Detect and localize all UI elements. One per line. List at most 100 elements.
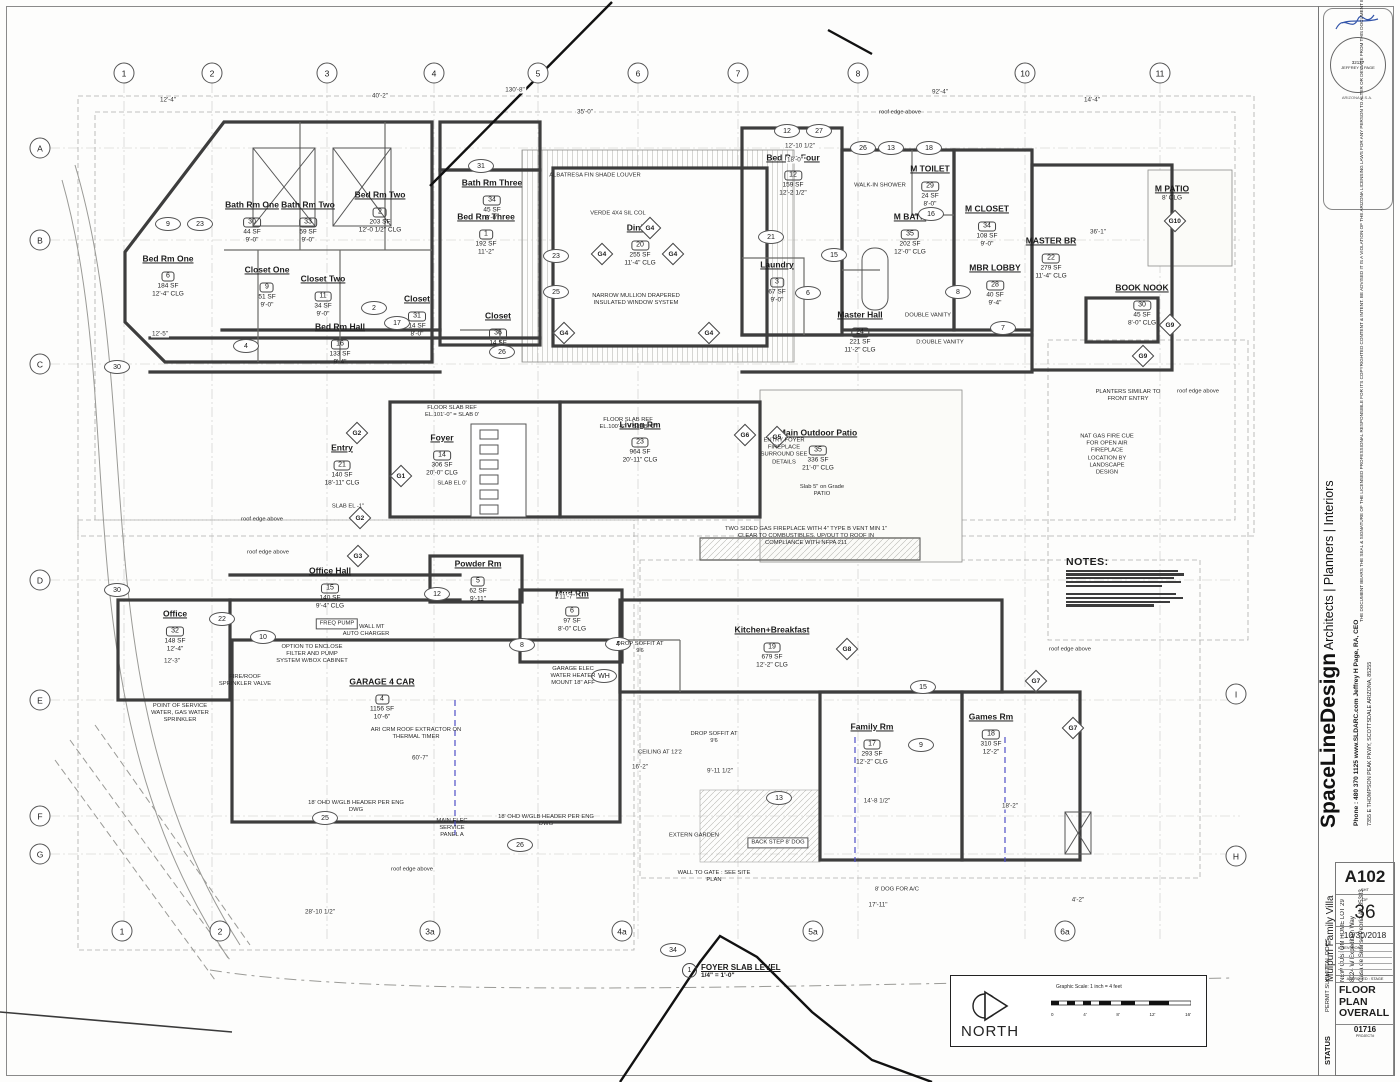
tag-oval-WH: WH (591, 669, 617, 683)
annotation-note: WALL TO GATE : SEE SITE PLAN (677, 869, 751, 883)
room-number: 20 (631, 240, 649, 251)
annotation-boxed-note: FREQ PUMP (315, 618, 359, 630)
room-area: 14 SF (489, 339, 507, 347)
tag-oval-18: 18 (916, 141, 942, 155)
firm-address: 7355 E THOMPSON PEAK PKWY, SCOTTSDALE AR… (1367, 661, 1373, 826)
tag-oval-12: 12 (424, 587, 450, 601)
room-name: M PATIO (1154, 183, 1190, 194)
room-number: 14 (433, 450, 451, 461)
room-number: 2 (373, 207, 387, 218)
room-number: 3 (770, 277, 784, 288)
annotation-note: D:OUBLE VANITY (916, 339, 964, 346)
room-ceiling: 9'-0" (316, 310, 330, 318)
title-block-strip: 32127 JEFFREY H PAGE ARIZONA U.S.A. THE … (1317, 0, 1395, 1076)
annotation-note: roof edge above (879, 109, 921, 116)
firm-name-main: SpaceLineDesign (1317, 652, 1340, 828)
annotation-note: DOUBLE VANITY (905, 312, 951, 319)
sheet-of-label: OF (1362, 897, 1368, 902)
grid-bubble-left-F: F (29, 805, 51, 827)
tag-oval-6: 6 (795, 286, 821, 300)
tag-oval-13: 13 (878, 141, 904, 155)
tag-oval-25: 25 (543, 285, 569, 299)
room-ceiling: 8'-0" CLG (557, 625, 587, 633)
dimension-text: 18'-0" (785, 156, 805, 164)
grid-bubble-top-4: 4 (423, 62, 445, 84)
grid-bubble-left-B: B (29, 229, 51, 251)
project-number: 01716 (1336, 1023, 1394, 1034)
room-ceiling: 9'-0" (770, 296, 784, 304)
dimension-text: 4'-2" (1070, 896, 1086, 904)
room-number: 17 (863, 739, 881, 750)
grid-bubble-bottom-4a: 4a (611, 920, 633, 942)
room-area: 203 SF (369, 218, 391, 226)
annotation-note: SLAB EL 0' (437, 480, 467, 487)
tag-oval-2: 2 (361, 301, 387, 315)
annotation-note: 18' OHD W/GLB HEADER PER ENG DWG (498, 813, 594, 827)
annotation-note: EXTERN GARDEN (669, 832, 719, 839)
room-ceiling: 9'-11" (469, 595, 487, 603)
room-area: 310 SF (980, 740, 1002, 748)
room-number: 23 (631, 437, 649, 448)
room-name: Mud Rm (555, 588, 589, 599)
room-ceiling: 9'-0" (245, 236, 259, 244)
room-name: Laundry (760, 259, 794, 270)
room-name: Closet One (244, 264, 290, 275)
tag-oval-34: 34 (660, 943, 686, 957)
tag-oval-12: 12 (774, 124, 800, 138)
room-name: Bed Rm Hall (314, 321, 366, 332)
patio-hatch (521, 149, 1233, 863)
sheet-date: 10/30/2018 (1336, 927, 1394, 944)
room-area: 14 SF (408, 322, 426, 330)
tag-oval-4: 4 (233, 339, 259, 353)
room-area: 40 SF (986, 291, 1004, 299)
room-name: Living Rm (619, 419, 661, 430)
dimension-text: 9'-11 1/2" (705, 767, 735, 775)
annotation-note: roof edge above (241, 516, 283, 523)
notes-title: NOTES: (1066, 556, 1109, 568)
room-name: M TOILET (910, 163, 950, 174)
room-area: 255 SF (629, 251, 651, 259)
annotation-note: NAT GAS FIRE CUE FOR OPEN AIR FIREPLACE … (1080, 433, 1134, 476)
dimension-text: 16'-2" (630, 763, 650, 771)
room-ceiling: 12'-0" CLG (894, 248, 926, 256)
annotation-note: VERDE 4X4 SIL COL (590, 210, 646, 217)
structural-grid-lines (50, 83, 1240, 940)
room-name: Master Hall (837, 309, 883, 320)
tag-oval-23: 23 (543, 249, 569, 263)
dimension-text: 18'-2" (1000, 802, 1020, 810)
tag-oval-25: 25 (312, 811, 338, 825)
room-ceiling: 20'-0" CLG (426, 469, 458, 477)
firm-name-rest: Architects | Planners | Interiors (1322, 480, 1336, 653)
room-number: 9 (260, 282, 274, 293)
room-ceiling: 12'-2" CLG (856, 758, 888, 766)
room-name: Bath Rm One (225, 199, 279, 210)
room-area: 44 SF (243, 228, 261, 236)
tag-oval-15: 15 (821, 248, 847, 262)
room-ceiling: 9'-0" (301, 236, 315, 244)
grid-bubble-top-1: 1 (113, 62, 135, 84)
scale-tick: 0 (1051, 1012, 1054, 1017)
sheet-number-label: SHT (1336, 887, 1394, 895)
room-ceiling: 11'-4" CLG (1035, 272, 1067, 280)
grid-bubble-left-A: A (29, 137, 51, 159)
room-area: 184 SF (157, 282, 179, 290)
room-number: 36 (489, 328, 507, 339)
dimension-text: 40'-2" (370, 92, 390, 100)
room-number: 33 (299, 217, 317, 228)
room-area: 679 SF (761, 653, 783, 661)
tag-oval-9: 9 (908, 738, 934, 752)
tag-oval-8: 8 (945, 285, 971, 299)
room-area: 62 SF (469, 587, 487, 595)
room-area: 108 SF (976, 232, 998, 240)
grid-bubble-top-11: 11 (1149, 62, 1171, 84)
room-ceiling: 21'-0" CLG (802, 464, 834, 472)
tag-oval-8: 8 (509, 638, 535, 652)
grid-bubble-top-2: 2 (201, 62, 223, 84)
